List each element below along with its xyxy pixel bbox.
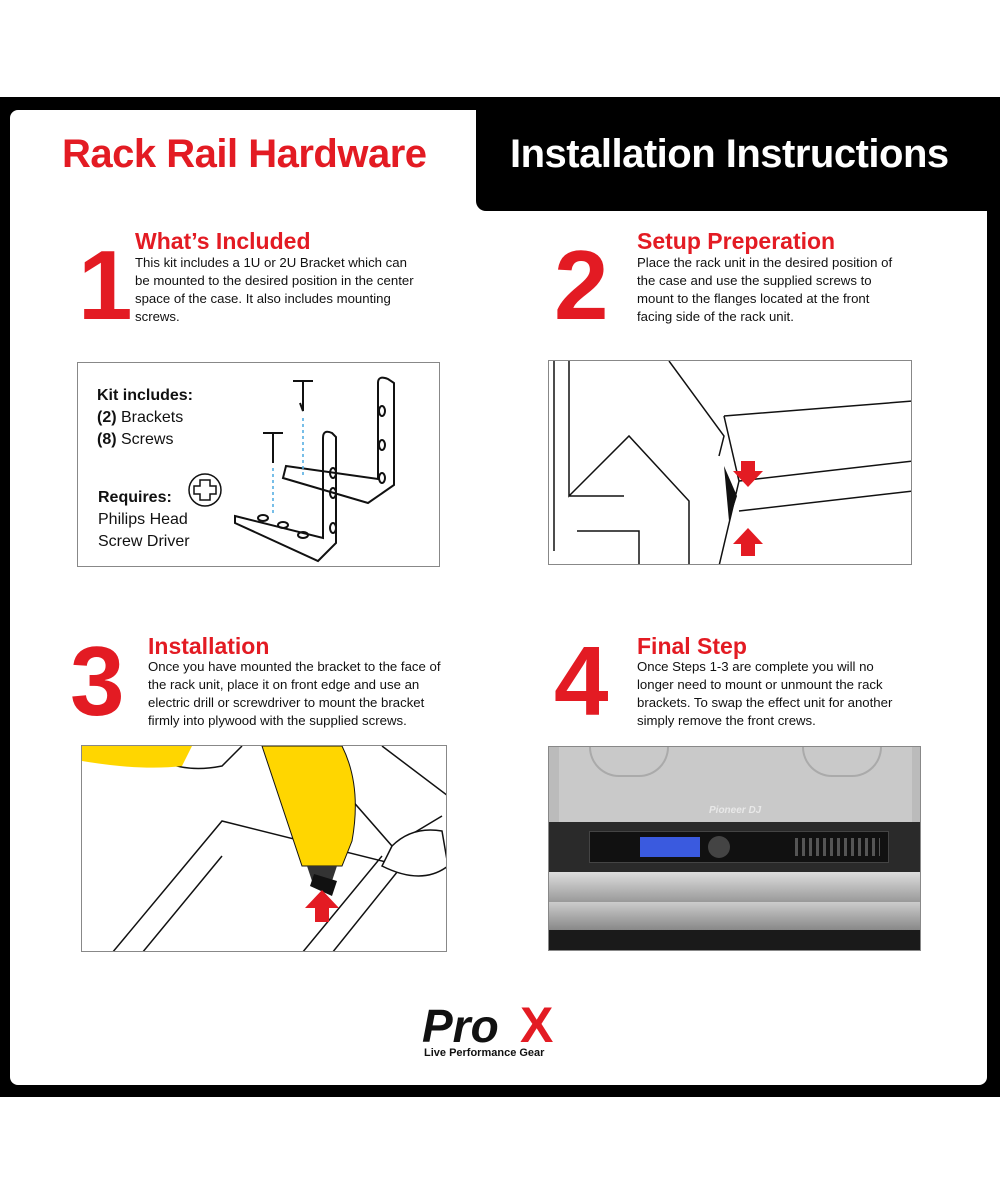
step-text-4: Once Steps 1-3 are complete you will no … <box>637 659 893 728</box>
step-number-1: 1 <box>78 230 133 340</box>
page-title: Rack Rail Hardware <box>62 132 427 176</box>
kit-illustration: Kit includes: (2) Brackets (8) Screws Re… <box>77 362 440 567</box>
brand-label: Pioneer DJ <box>709 805 762 816</box>
rack-photo: Pioneer DJ <box>548 746 921 951</box>
page-subtitle: Installation Instructions <box>510 132 949 176</box>
svg-text:X: X <box>520 998 553 1053</box>
step-text-1: This kit includes a 1U or 2U Bracket whi… <box>135 255 414 324</box>
svg-text:Live Performance Gear: Live Performance Gear <box>424 1047 545 1059</box>
step-text-3: Once you have mounted the bracket to the… <box>148 659 441 728</box>
requires-tool: Screw Driver <box>98 533 190 550</box>
case-drawing <box>553 361 911 564</box>
header-tab <box>476 97 1000 211</box>
effects-unit <box>589 831 889 863</box>
arrow-up-icon <box>305 890 339 922</box>
step-text-2: Place the rack unit in the desired posit… <box>637 255 893 324</box>
step-number-2: 2 <box>554 230 609 340</box>
arrow-up-icon <box>733 528 763 556</box>
drill-drawing <box>82 746 446 951</box>
phillips-icon <box>188 473 222 507</box>
prox-logo: Pro X Live Performance Gear <box>420 997 582 1062</box>
requires-label: Requires: <box>98 489 172 506</box>
step-number-4: 4 <box>554 626 609 736</box>
dj-controller: Pioneer DJ <box>559 747 912 822</box>
bracket-icon <box>234 376 395 563</box>
setup-illustration <box>548 360 912 565</box>
kit-item: (8) Screws <box>97 431 174 448</box>
requires-tool: Philips Head <box>98 511 188 528</box>
step-title-3: Installation <box>148 633 270 659</box>
drill-illustration <box>81 745 447 952</box>
arrow-down-icon <box>733 461 763 487</box>
step-title-1: What’s Included <box>135 228 311 254</box>
kit-includes-label: Kit includes: <box>97 387 194 404</box>
step-title-2: Setup Preperation <box>637 228 836 254</box>
bracket-screws-drawing <box>188 376 395 563</box>
step-title-4: Final Step <box>637 633 747 659</box>
step-number-3: 3 <box>70 626 125 736</box>
requires-list: Requires: Philips Head Screw Driver <box>98 487 190 553</box>
kit-item: (2) Brackets <box>97 409 184 426</box>
kit-list: Kit includes: (2) Brackets (8) Screws <box>97 385 193 451</box>
svg-text:Pro: Pro <box>422 1000 499 1052</box>
